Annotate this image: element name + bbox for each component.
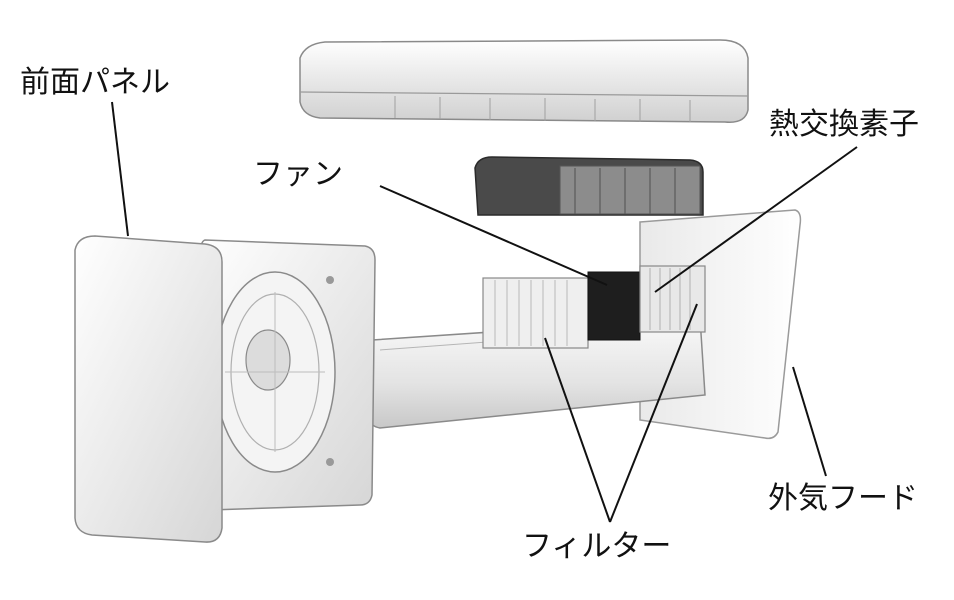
label-outside-hood: 外気フード	[768, 481, 918, 516]
core-block	[474, 156, 704, 216]
label-front-panel: 前面パネル	[20, 65, 170, 100]
label-heat-exchanger: 熱交換素子	[769, 107, 919, 142]
label-fan: ファン	[253, 157, 343, 192]
leader-filter-left	[544, 337, 611, 523]
top-cover	[299, 39, 749, 123]
fan-housing-frame	[197, 239, 376, 511]
label-filter: フィルター	[522, 529, 672, 564]
leader-outside-hood	[792, 366, 827, 477]
leader-filter-right	[609, 303, 698, 523]
front-panel	[74, 235, 223, 543]
leader-lines	[111, 101, 858, 523]
inner-components	[482, 265, 706, 349]
leader-heat-exchanger	[654, 146, 858, 293]
leader-front-panel	[111, 101, 129, 237]
leader-fan	[379, 185, 608, 286]
